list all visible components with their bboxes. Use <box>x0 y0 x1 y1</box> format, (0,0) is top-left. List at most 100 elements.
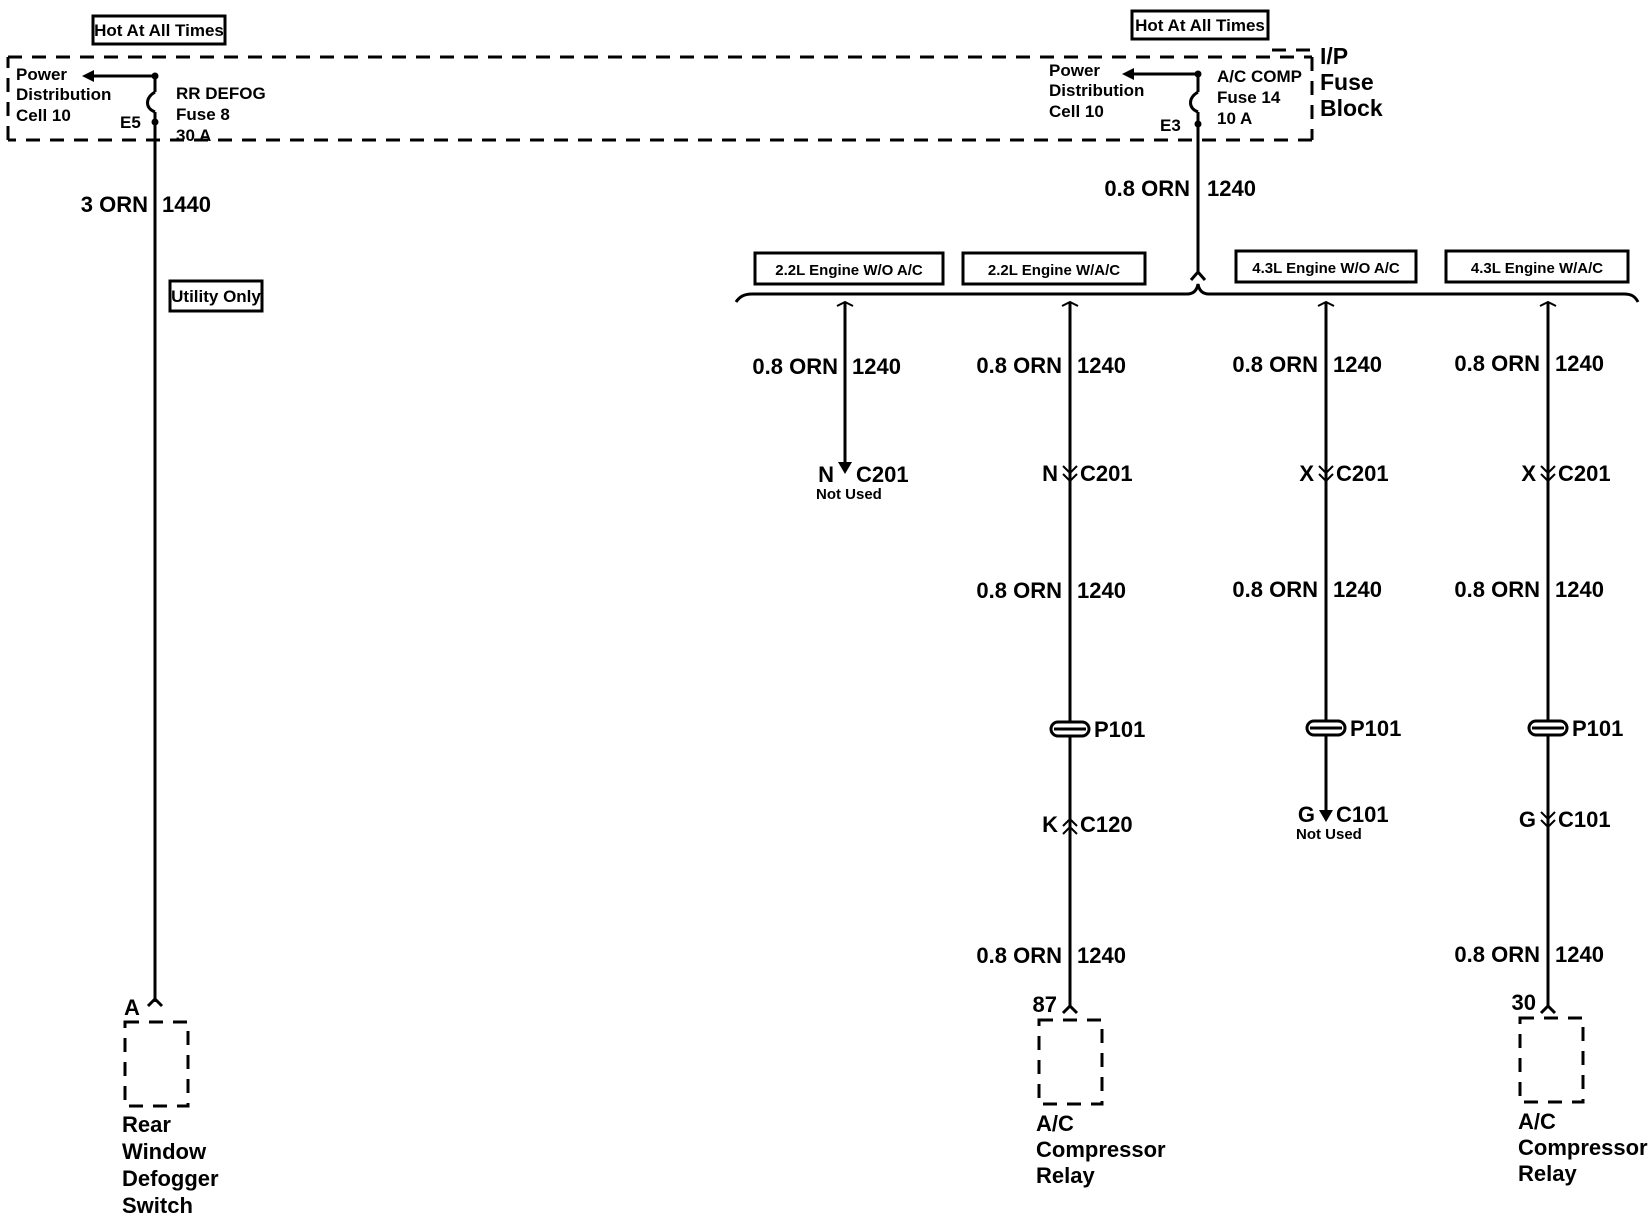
svg-text:E3: E3 <box>1160 116 1181 135</box>
hot-label-left: Hot At All Times <box>91 14 227 46</box>
svg-text:Fuse: Fuse <box>1320 69 1374 95</box>
svg-text:I/P: I/P <box>1320 43 1348 69</box>
option-box-2-2l-w-ac: 2.2L Engine W/A/C <box>961 251 1147 286</box>
svg-text:0.8 ORN: 0.8 ORN <box>1454 577 1540 602</box>
svg-text:C201: C201 <box>856 462 909 487</box>
svg-text:G: G <box>1519 807 1536 832</box>
svg-text:Power: Power <box>1049 61 1100 80</box>
svg-text:1240: 1240 <box>1077 943 1126 968</box>
branch-2-2l-w-ac: 0.8 ORN 1240 N C201 0.8 ORN 1240 P101 K … <box>976 300 1145 1006</box>
fuse-block-label: I/P Fuse Block <box>1320 43 1383 121</box>
svg-text:Utility Only: Utility Only <box>171 287 261 306</box>
svg-text:Relay: Relay <box>1036 1163 1095 1188</box>
svg-text:P101: P101 <box>1350 716 1401 741</box>
rear-window-defogger-switch: A Rear Window Defogger Switch <box>122 995 219 1218</box>
svg-text:0.8 ORN: 0.8 ORN <box>1454 942 1540 967</box>
svg-text:3 ORN: 3 ORN <box>81 192 148 217</box>
svg-text:P101: P101 <box>1094 717 1145 742</box>
svg-text:30: 30 <box>1512 990 1536 1015</box>
svg-text:X: X <box>1521 461 1536 486</box>
svg-text:X: X <box>1299 461 1314 486</box>
svg-text:Defogger: Defogger <box>122 1166 219 1191</box>
svg-text:4.3L Engine W/A/C: 4.3L Engine W/A/C <box>1471 260 1603 277</box>
svg-text:1240: 1240 <box>1333 577 1382 602</box>
svg-text:Relay: Relay <box>1518 1161 1577 1186</box>
svg-text:Cell 10: Cell 10 <box>1049 102 1104 121</box>
wire-label-main-1240: 0.8 ORN 1240 <box>1104 176 1256 201</box>
svg-text:Compressor: Compressor <box>1518 1135 1648 1160</box>
svg-text:1240: 1240 <box>1077 578 1126 603</box>
svg-text:C101: C101 <box>1336 802 1389 827</box>
svg-text:C201: C201 <box>1080 461 1133 486</box>
svg-text:K: K <box>1042 812 1058 837</box>
svg-text:0.8 ORN: 0.8 ORN <box>976 353 1062 378</box>
svg-text:87: 87 <box>1033 992 1057 1017</box>
svg-text:Hot At All Times: Hot At All Times <box>94 21 224 40</box>
svg-text:Window: Window <box>122 1139 207 1164</box>
svg-text:Hot At All Times: Hot At All Times <box>1135 16 1265 35</box>
svg-text:1240: 1240 <box>1077 353 1126 378</box>
svg-text:1440: 1440 <box>162 192 211 217</box>
p101-splice <box>1527 719 1569 737</box>
svg-text:1240: 1240 <box>1555 942 1604 967</box>
svg-text:Rear: Rear <box>122 1112 171 1137</box>
option-box-2-2l-wo-ac: 2.2L Engine W/O A/C <box>753 251 945 286</box>
branch-2-2l-wo-ac: 0.8 ORN 1240 N C201 Not Used <box>752 300 909 503</box>
svg-text:Cell 10: Cell 10 <box>16 106 71 125</box>
power-distribution-left: Power Distribution Cell 10 <box>16 65 111 125</box>
svg-text:0.8 ORN: 0.8 ORN <box>976 578 1062 603</box>
svg-text:30 A: 30 A <box>176 126 211 145</box>
svg-text:2.2L Engine W/O A/C: 2.2L Engine W/O A/C <box>775 262 923 279</box>
branch-4-3l-wo-ac: 0.8 ORN 1240 X C201 0.8 ORN 1240 P101 G … <box>1232 300 1401 843</box>
svg-text:Not Used: Not Used <box>816 486 882 503</box>
branch-bus <box>734 283 1640 303</box>
svg-text:1240: 1240 <box>1555 351 1604 376</box>
svg-text:A/C COMP: A/C COMP <box>1217 67 1302 86</box>
svg-text:1240: 1240 <box>1555 577 1604 602</box>
wire-label-1440: 3 ORN 1440 <box>81 192 211 217</box>
option-box-4-3l-wo-ac: 4.3L Engine W/O A/C <box>1234 249 1418 284</box>
power-distribution-right: Power Distribution Cell 10 <box>1049 61 1144 121</box>
svg-text:G: G <box>1298 802 1315 827</box>
svg-text:0.8 ORN: 0.8 ORN <box>1232 352 1318 377</box>
svg-text:Distribution: Distribution <box>1049 81 1144 100</box>
svg-text:Power: Power <box>16 65 67 84</box>
svg-text:C101: C101 <box>1558 807 1611 832</box>
svg-text:Compressor: Compressor <box>1036 1137 1166 1162</box>
svg-text:N: N <box>818 462 834 487</box>
svg-text:N: N <box>1042 461 1058 486</box>
svg-text:C201: C201 <box>1558 461 1611 486</box>
left-fuse-symbol <box>82 70 159 1002</box>
svg-text:0.8 ORN: 0.8 ORN <box>976 943 1062 968</box>
svg-text:P101: P101 <box>1572 716 1623 741</box>
left-fuse-label: RR DEFOG Fuse 8 30 A E5 <box>120 84 266 145</box>
utility-only-label: Utility Only <box>168 279 264 313</box>
svg-text:0.8 ORN: 0.8 ORN <box>1104 176 1190 201</box>
svg-text:RR DEFOG: RR DEFOG <box>176 84 266 103</box>
ac-compressor-relay-2-2l: 87 A/C Compressor Relay <box>1033 992 1167 1188</box>
svg-text:Switch: Switch <box>122 1193 193 1218</box>
svg-text:A/C: A/C <box>1518 1109 1556 1134</box>
svg-text:10 A: 10 A <box>1217 109 1252 128</box>
fuse-block-outline <box>6 55 1314 142</box>
svg-text:Distribution: Distribution <box>16 85 111 104</box>
svg-text:C120: C120 <box>1080 812 1133 837</box>
branch-4-3l-w-ac: 0.8 ORN 1240 X C201 0.8 ORN 1240 P101 G … <box>1454 300 1623 1006</box>
svg-text:Fuse 8: Fuse 8 <box>176 105 230 124</box>
svg-text:A: A <box>124 995 140 1020</box>
svg-text:0.8 ORN: 0.8 ORN <box>752 354 838 379</box>
svg-text:2.2L Engine W/A/C: 2.2L Engine W/A/C <box>988 262 1120 279</box>
ac-compressor-relay-4-3l: 30 A/C Compressor Relay <box>1512 990 1649 1186</box>
svg-text:A/C: A/C <box>1036 1111 1074 1136</box>
p101-splice <box>1049 720 1091 738</box>
svg-text:4.3L Engine W/O A/C: 4.3L Engine W/O A/C <box>1252 260 1400 277</box>
svg-text:Not Used: Not Used <box>1296 826 1362 843</box>
svg-text:E5: E5 <box>120 113 141 132</box>
hot-label-right: Hot At All Times <box>1130 9 1270 41</box>
p101-splice <box>1305 719 1347 737</box>
svg-text:0.8 ORN: 0.8 ORN <box>1232 577 1318 602</box>
svg-text:C201: C201 <box>1336 461 1389 486</box>
right-fuse-label: A/C COMP Fuse 14 10 A E3 <box>1160 67 1302 135</box>
option-box-4-3l-w-ac: 4.3L Engine W/A/C <box>1444 249 1630 284</box>
